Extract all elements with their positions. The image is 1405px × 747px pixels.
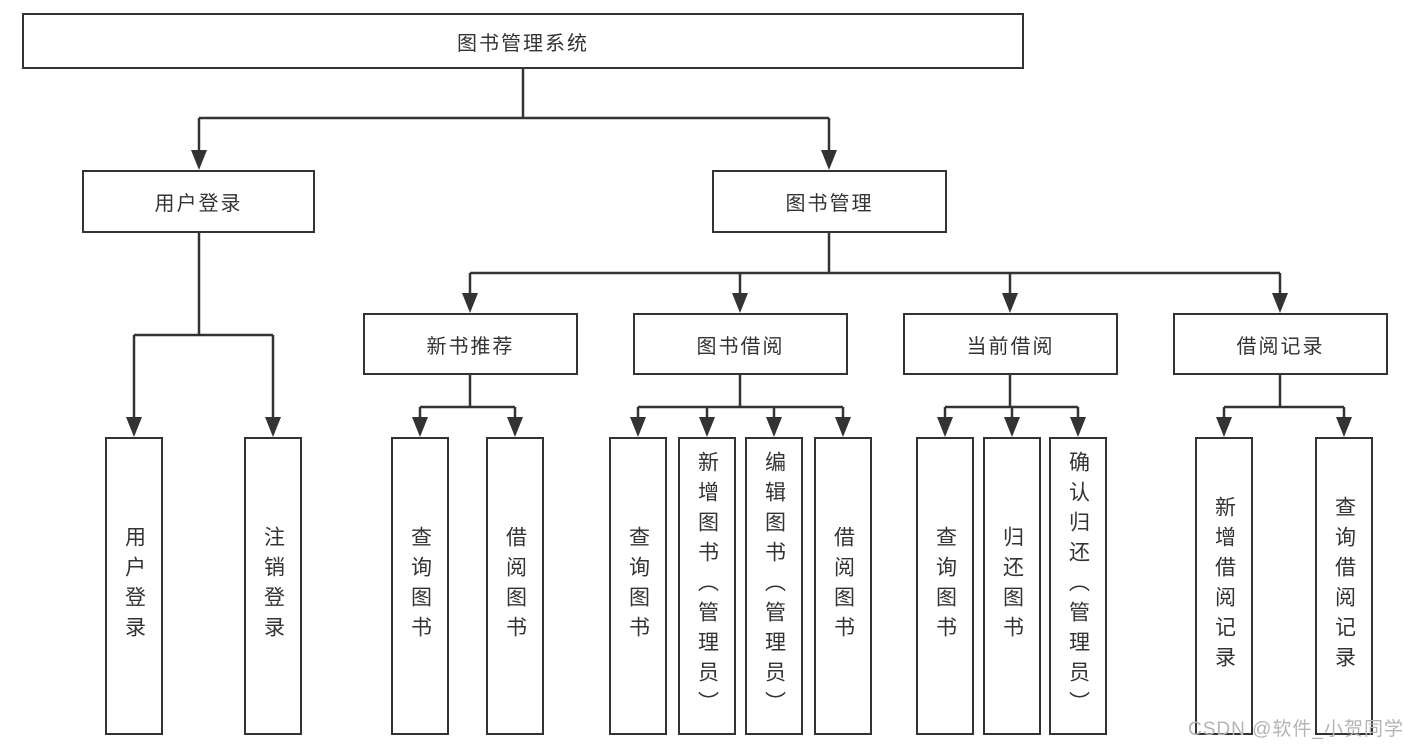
leaf-query-books-borrowing: 查询图书 xyxy=(609,437,667,735)
leaf-query-borrow-record: 查询借阅记录 xyxy=(1315,437,1373,735)
node-book-borrowing: 图书借阅 xyxy=(633,313,848,375)
node-label: 用户登录 xyxy=(154,193,243,215)
arrowheads xyxy=(126,150,1352,437)
leaf-add-borrow-record: 新增借阅记录 xyxy=(1195,437,1253,735)
leaf-query-books-recommend: 查询图书 xyxy=(391,437,449,735)
node-label: 图书借阅 xyxy=(696,335,785,358)
leaf-borrow-books-recommend: 借阅图书 xyxy=(486,437,544,735)
leaf-label: 归还图书 xyxy=(1000,526,1024,646)
leaf-logout: 注销登录 xyxy=(244,437,302,735)
node-borrowing-records: 借阅记录 xyxy=(1173,313,1388,375)
leaf-label: 新增图书（管理员） xyxy=(695,451,719,721)
leaf-label: 借阅图书 xyxy=(831,526,855,646)
node-label: 新书推荐 xyxy=(426,335,515,358)
leaf-label: 确认归还（管理员） xyxy=(1066,451,1090,721)
leaf-user-login: 用户登录 xyxy=(105,437,163,735)
leaf-label: 查询图书 xyxy=(626,526,650,646)
leaf-label: 查询图书 xyxy=(933,526,957,646)
leaf-label: 用户登录 xyxy=(122,526,146,646)
leaf-borrow-books-borrowing: 借阅图书 xyxy=(814,437,872,735)
node-label: 图书管理系统 xyxy=(457,32,589,55)
node-new-book-recommendation: 新书推荐 xyxy=(363,313,578,375)
leaf-label: 编辑图书（管理员） xyxy=(762,451,786,721)
leaf-query-books-current: 查询图书 xyxy=(916,437,974,735)
node-library-management-system: 图书管理系统 xyxy=(22,13,1024,69)
leaf-add-book-admin: 新增图书（管理员） xyxy=(678,437,736,735)
leaf-label: 查询图书 xyxy=(408,526,432,646)
leaf-edit-book-admin: 编辑图书（管理员） xyxy=(745,437,803,735)
leaf-label: 新增借阅记录 xyxy=(1212,496,1236,676)
node-label: 借阅记录 xyxy=(1236,335,1325,358)
node-current-borrowing: 当前借阅 xyxy=(903,313,1118,375)
node-label: 图书管理 xyxy=(785,193,874,215)
node-label: 当前借阅 xyxy=(966,335,1055,358)
leaf-return-book: 归还图书 xyxy=(983,437,1041,735)
leaf-label: 查询借阅记录 xyxy=(1332,496,1356,676)
leaf-label: 注销登录 xyxy=(261,526,285,646)
node-book-management: 图书管理 xyxy=(712,170,947,233)
csdn-watermark: CSDN @软件_小贺同学 xyxy=(1188,719,1404,740)
leaf-label: 借阅图书 xyxy=(503,526,527,646)
node-user-login: 用户登录 xyxy=(82,170,315,233)
leaf-confirm-return-admin: 确认归还（管理员） xyxy=(1049,437,1107,735)
